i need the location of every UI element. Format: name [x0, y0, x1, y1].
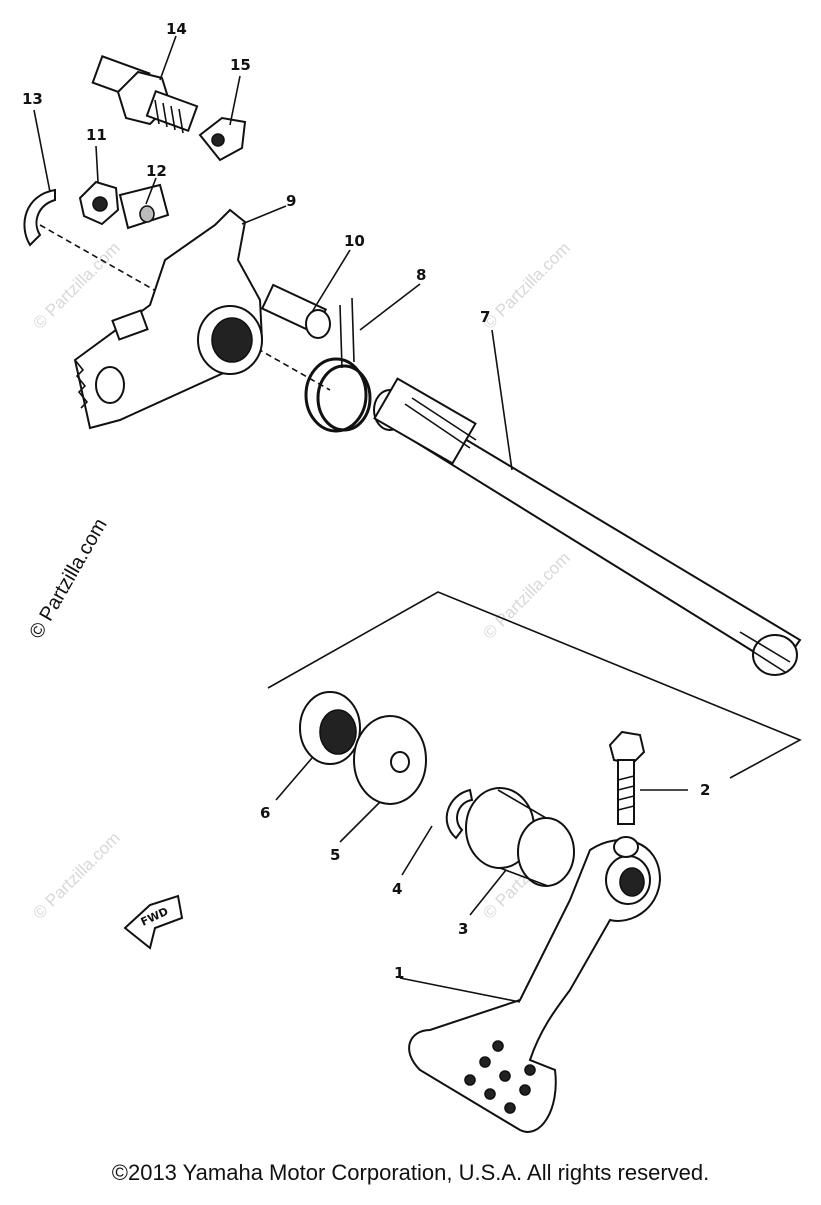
- callout-2: 2: [700, 781, 710, 799]
- callout-9: 9: [286, 192, 296, 210]
- small-hardware: [23, 55, 247, 247]
- copyright-notice: ©2013 Yamaha Motor Corporation, U.S.A. A…: [111, 1160, 710, 1185]
- callout-12: 12: [146, 162, 167, 180]
- callout-14: 14: [166, 20, 187, 38]
- callout-6: 6: [260, 804, 270, 822]
- assembly-lines: [39, 224, 802, 779]
- callout-3: 3: [458, 920, 468, 938]
- callout-7: 7: [480, 308, 490, 326]
- callout-5: 5: [330, 846, 340, 864]
- change-pedal: [408, 836, 662, 1133]
- callout-10: 10: [344, 232, 365, 250]
- callout-11: 11: [86, 126, 107, 144]
- direction-badge: FWD: [123, 894, 184, 950]
- roller-bolt: [260, 283, 331, 339]
- callout-4: 4: [392, 880, 402, 898]
- callout-8: 8: [416, 266, 426, 284]
- callout-labels: 1 2 3 4 5 6 7 8 9 10 11 12 13 14 15: [22, 20, 710, 982]
- pedal-bolt: [608, 730, 646, 825]
- watermark: © Partzilla.com: [479, 238, 573, 332]
- pedal-tread-pegs: [464, 1040, 536, 1114]
- shift-shaft: [373, 377, 802, 676]
- callout-13: 13: [22, 90, 43, 108]
- callout-1: 1: [394, 964, 404, 982]
- callout-15: 15: [230, 56, 251, 74]
- watermark-main: © Partzilla.com: [25, 515, 111, 643]
- watermark: © Partzilla.com: [29, 828, 123, 922]
- watermark: © Partzilla.com: [29, 238, 123, 332]
- shift-arm: [73, 208, 264, 430]
- pedal-seal-stack: [299, 691, 575, 887]
- leader-lines: [33, 35, 688, 1003]
- return-spring: [304, 297, 372, 433]
